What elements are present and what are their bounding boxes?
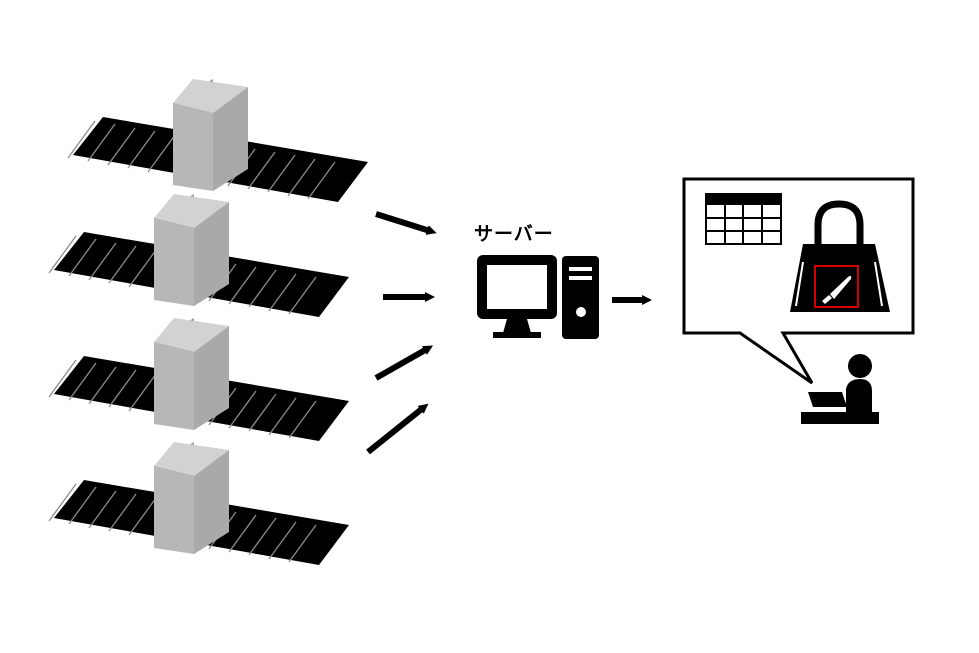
xray-scanner-icon	[48, 441, 350, 566]
table-icon	[705, 193, 782, 245]
xray-scanner-icon	[48, 193, 350, 318]
server-label: サーバー	[474, 223, 554, 245]
arrow-icon	[375, 211, 437, 235]
operator-at-laptop-icon	[801, 354, 879, 424]
detection-box	[814, 265, 859, 308]
xray-scanner-icon	[67, 78, 369, 203]
arrow-icon	[374, 345, 434, 381]
arrow-icon	[366, 403, 429, 455]
xray-scanner-icon	[48, 317, 350, 442]
server-computer-icon	[477, 255, 599, 339]
knife-icon	[822, 275, 852, 304]
